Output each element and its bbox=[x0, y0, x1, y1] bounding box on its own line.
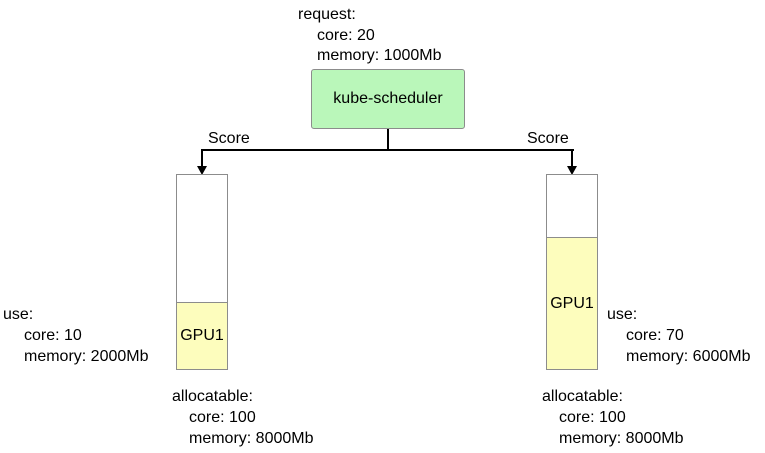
use-core-right: core: 70 bbox=[626, 327, 684, 344]
left-arrowhead-icon bbox=[197, 166, 207, 175]
allocatable-title-left: allocatable: bbox=[172, 388, 253, 405]
gpu-usage-fill-right: GPU1 bbox=[546, 237, 598, 370]
gpu-usage-fill-left: GPU1 bbox=[176, 302, 228, 370]
scheduler-connector-line bbox=[387, 129, 389, 151]
request-core: core: 20 bbox=[317, 26, 375, 44]
use-core-left: core: 10 bbox=[24, 327, 82, 344]
use-title-right: use: bbox=[607, 306, 638, 323]
allocatable-core-right: core: 100 bbox=[559, 409, 626, 426]
branch-line bbox=[201, 149, 574, 151]
kube-scheduler-label: kube-scheduler bbox=[333, 90, 443, 107]
request-title: request: bbox=[298, 6, 356, 23]
score-label-right: Score bbox=[527, 130, 569, 147]
allocatable-annotation-left: allocatable: core: 100 memory: 8000Mb bbox=[172, 386, 314, 449]
use-memory-right: memory: 6000Mb bbox=[626, 348, 751, 365]
node-bar-right: GPU1 bbox=[546, 174, 598, 370]
use-title-left: use: bbox=[3, 306, 34, 323]
allocatable-memory-right: memory: 8000Mb bbox=[559, 430, 684, 447]
allocatable-memory-left: memory: 8000Mb bbox=[189, 430, 314, 447]
right-arrowhead-icon bbox=[567, 166, 577, 175]
allocatable-title-right: allocatable: bbox=[542, 388, 623, 405]
request-memory: memory: 1000Mb bbox=[317, 47, 442, 64]
request-annotation: request: core: 20 memory: 1000Mb bbox=[298, 5, 442, 67]
gpu-label-right: GPU1 bbox=[550, 294, 594, 312]
score-label-left: Score bbox=[208, 130, 250, 147]
right-arrow-stem bbox=[571, 149, 573, 166]
allocatable-core-left: core: 100 bbox=[189, 409, 256, 426]
node-bar-left: GPU1 bbox=[176, 174, 228, 370]
use-memory-left: memory: 2000Mb bbox=[24, 348, 149, 365]
use-annotation-left: use: core: 10 memory: 2000Mb bbox=[3, 304, 149, 367]
use-annotation-right: use: core: 70 memory: 6000Mb bbox=[607, 304, 751, 367]
kube-scheduler-box: kube-scheduler bbox=[311, 69, 465, 129]
allocatable-annotation-right: allocatable: core: 100 memory: 8000Mb bbox=[542, 386, 684, 449]
left-arrow-stem bbox=[201, 149, 203, 166]
gpu-label-left: GPU1 bbox=[180, 327, 224, 344]
